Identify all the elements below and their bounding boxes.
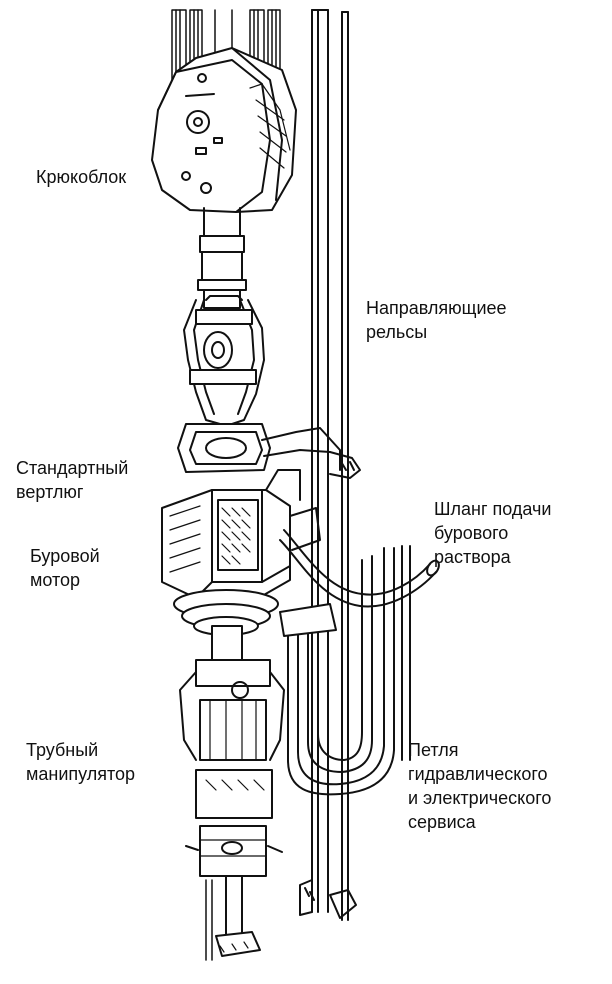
drill-motor-label: Буровой мотор — [30, 546, 100, 590]
pipe-handler-label: Трубный манипулятор — [26, 740, 136, 784]
bails-shape — [183, 295, 265, 425]
hook-block-shape — [151, 47, 297, 213]
guide-rails-label: Направляющиее рельсы — [366, 298, 507, 342]
drill-motor-shape — [161, 469, 321, 599]
mud-hose-label: Шланг подачи бурового раствора — [434, 499, 552, 567]
mud-hose-shape — [279, 529, 440, 608]
swivel-shaft — [197, 207, 247, 309]
rotating-head-shape — [173, 589, 279, 667]
drill-pipe-shape — [215, 875, 261, 957]
service-loop-label: Петля гидравлического и электрического с… — [408, 740, 552, 832]
swivel-label: Стандартный вертлюг — [16, 458, 129, 502]
service-loop-shape — [279, 545, 411, 796]
hook-block-label: Крюкоблок — [36, 167, 127, 187]
swivel-body-shape — [177, 423, 361, 479]
pipe-handler-shape — [179, 659, 285, 877]
guide-rails-shape — [299, 9, 357, 921]
left-rail-lower — [205, 879, 213, 961]
